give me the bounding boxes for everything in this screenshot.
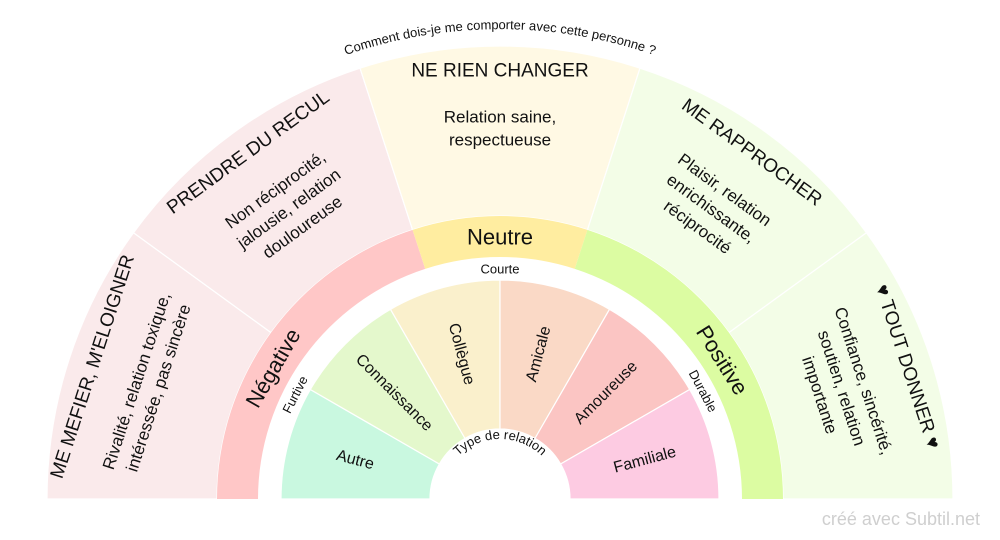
valence-sector-shape[interactable]	[574, 229, 783, 499]
valence-sector[interactable]: Neutre	[412, 216, 588, 269]
outer-sector-description: Relation saine,	[444, 108, 556, 127]
relation-type-sector[interactable]: Amicale	[499, 279, 611, 440]
relation-type-shape[interactable]	[280, 388, 441, 500]
relation-type-sector[interactable]: Amoureuse	[534, 308, 691, 465]
outer-sector-title: NE RIEN CHANGER	[411, 61, 588, 82]
relation-type-shape[interactable]	[309, 308, 466, 465]
relation-type-sector[interactable]: Collègue	[389, 279, 501, 440]
credit-text: créé avec Subtil.net	[821, 509, 980, 529]
valence-sector-shape[interactable]	[412, 216, 588, 269]
relation-type-shape[interactable]	[559, 388, 720, 500]
outer-sector-description: respectueuse	[449, 131, 551, 150]
outer-sector[interactable]: NE RIEN CHANGER Relation saine, respectueu…	[359, 45, 641, 231]
relation-type-shape[interactable]	[534, 308, 691, 465]
relation-type-sector[interactable]: Connaissance	[309, 308, 466, 465]
duration-label-short: Courte	[480, 262, 519, 277]
relation-type-shape[interactable]	[389, 279, 501, 440]
relation-type-shape[interactable]	[499, 279, 611, 440]
relation-type-sector[interactable]: Autre	[280, 388, 441, 500]
valence-sector-shape[interactable]	[217, 229, 426, 499]
valence-label: Neutre	[467, 225, 533, 250]
relation-type-sector[interactable]: Familiale	[559, 388, 720, 500]
outer-sector-shape[interactable]	[359, 45, 641, 231]
